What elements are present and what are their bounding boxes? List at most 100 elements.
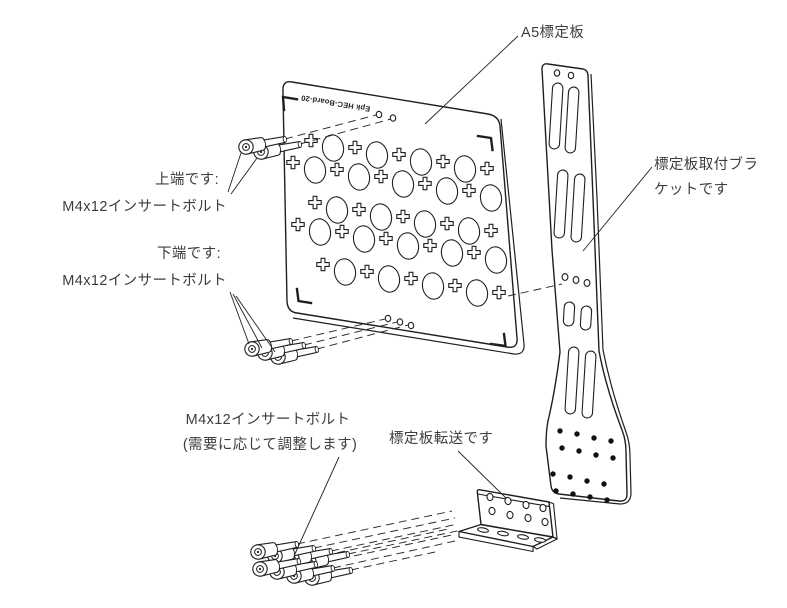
- leader-line: [229, 291, 250, 345]
- pattern-circle: [421, 272, 445, 300]
- pattern-cross: [352, 202, 366, 217]
- rivet-dot: [567, 474, 573, 480]
- angle-bracket-hole: [486, 492, 494, 502]
- angle-bracket-hole: [539, 503, 547, 513]
- bolt-axis-dash: [315, 534, 453, 565]
- leader-line: [293, 456, 340, 557]
- angle-bracket-right-thickness: [548, 501, 558, 540]
- pattern-circle: [369, 203, 393, 231]
- pattern-circle: [352, 225, 376, 253]
- bracket-slot: [570, 173, 586, 243]
- pattern-cross: [448, 278, 462, 293]
- label-adjust-line1: M4x12インサートボルト: [186, 411, 351, 428]
- board-thickness-edge: [292, 118, 525, 355]
- pattern-circle: [303, 156, 327, 184]
- bracket-rivet-dots: [550, 428, 616, 503]
- bracket-hole: [572, 276, 580, 284]
- label-a5-board: A5標定板: [521, 23, 584, 41]
- pattern-circle: [484, 246, 508, 274]
- pattern-circle: [391, 170, 415, 198]
- pattern-cross: [304, 133, 318, 148]
- bracket-slot: [562, 301, 576, 327]
- label-bottom-end-line1: 下端です:: [157, 245, 221, 262]
- bolt-axis-dash: [296, 510, 453, 545]
- angle-bracket-slot: [477, 527, 489, 533]
- alignment-dash-line: [507, 283, 563, 297]
- bolt-axis-dash: [284, 114, 377, 140]
- bracket-slot: [581, 350, 597, 419]
- bracket-slots: [548, 82, 597, 419]
- pattern-cross: [348, 140, 362, 155]
- pattern-cross: [379, 231, 393, 246]
- rivet-dot: [610, 455, 616, 461]
- pattern-circle: [365, 141, 389, 169]
- bolt-axis-dash: [299, 118, 392, 145]
- rivet-dot: [604, 497, 610, 503]
- rivet-dot: [550, 471, 556, 477]
- board-fiducial-top-left: [281, 95, 299, 112]
- pattern-circle: [347, 163, 371, 191]
- board-mount-hole: [375, 110, 383, 119]
- angle-bracket: [458, 489, 559, 553]
- pattern-cross: [480, 161, 494, 176]
- leader-line: [232, 293, 263, 349]
- rivet-dot: [584, 478, 590, 484]
- bracket-hole: [553, 69, 561, 77]
- angle-bracket-hole: [522, 500, 530, 510]
- pattern-circle: [321, 134, 345, 162]
- rivet-dot: [608, 438, 614, 444]
- rivet-dot: [576, 448, 582, 454]
- angle-bracket-hole: [524, 513, 532, 523]
- bracket-hole: [561, 273, 569, 281]
- rivet-dot: [574, 431, 580, 437]
- angle-bracket-bottom-thickness: [458, 531, 534, 553]
- board-fiducial-top-right: [476, 134, 494, 152]
- angle-bracket-slot: [497, 530, 509, 537]
- pattern-circle: [435, 177, 459, 205]
- bolt-axis-dash: [332, 540, 456, 569]
- mounting-bracket: [541, 63, 632, 505]
- label-top-end-line1: 上端です:: [155, 171, 219, 188]
- bolt-bottom-group: [243, 333, 321, 366]
- label-top-end-line2: M4x12インサートボルト: [62, 198, 227, 215]
- rivet-dot: [593, 452, 599, 458]
- leader-line: [582, 166, 653, 252]
- pattern-circle: [308, 218, 332, 246]
- bolt-axis-dash: [316, 324, 409, 350]
- calibration-board: Epk HEC-Board-20: [281, 81, 525, 355]
- bracket-hole: [583, 279, 591, 287]
- bolt-axis-dashes: [284, 114, 463, 571]
- label-transfer: 標定板転送です: [389, 429, 493, 447]
- board-mount-hole: [384, 314, 392, 323]
- angle-bracket-hole: [488, 506, 496, 516]
- pattern-cross: [440, 216, 454, 231]
- label-bracket-line1: 標定板取付ブラ: [654, 155, 758, 173]
- board-mount-hole: [396, 318, 404, 326]
- leader-line: [457, 450, 507, 499]
- pattern-circle: [325, 196, 349, 224]
- board-fiducial-bottom-left: [295, 287, 313, 305]
- pattern-cross: [396, 209, 410, 224]
- pattern-cross: [286, 155, 300, 170]
- rivet-dot: [570, 491, 576, 497]
- angle-bracket-vertical-face: [476, 489, 554, 538]
- pattern-circle: [440, 239, 464, 267]
- pattern-cross: [360, 264, 374, 279]
- bolt-adjust-group: [249, 536, 355, 587]
- rivet-dot: [559, 445, 565, 451]
- rivet-dot: [553, 488, 559, 494]
- board-fiducial-bottom-right: [489, 332, 507, 348]
- pattern-cross: [418, 176, 432, 191]
- pattern-circle: [457, 217, 481, 245]
- bracket-thickness-edge: [559, 73, 632, 505]
- pattern-circle: [396, 232, 420, 260]
- angle-bracket-slot: [534, 537, 546, 543]
- pattern-circle: [453, 155, 477, 183]
- bolt-axis-dash: [330, 523, 459, 552]
- pattern-cross: [392, 147, 406, 162]
- rivet-dot: [587, 494, 593, 500]
- rivet-dot: [591, 435, 597, 441]
- bracket-slot: [564, 86, 580, 154]
- pattern-cross: [484, 223, 498, 238]
